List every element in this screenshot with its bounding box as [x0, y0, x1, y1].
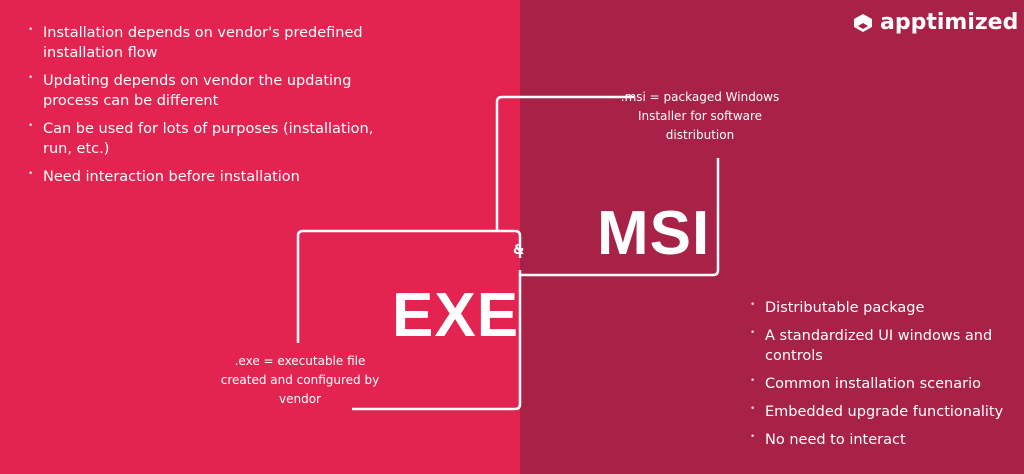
- logo-text: apptimized: [880, 10, 1019, 35]
- msi-caption: .msi = packaged Windows Installer for so…: [620, 90, 780, 142]
- list-item: Can be used for lots of purposes (instal…: [28, 116, 378, 159]
- list-item: Embedded upgrade functionality: [750, 399, 1010, 422]
- exe-box-outline: [296, 229, 522, 411]
- list-item: Distributable package: [750, 295, 1010, 318]
- msi-title: MSI: [597, 199, 711, 268]
- list-item: A standardized UI windows and controls: [750, 323, 1010, 366]
- exe-points: Installation depends on vendor's predefi…: [28, 20, 378, 195]
- exe-title: EXE: [392, 281, 520, 350]
- msi-box-outline: [495, 95, 720, 277]
- list-item: Common installation scenario: [750, 371, 1010, 394]
- list-item: No need to interact: [750, 427, 1010, 450]
- apptimized-logo: apptimized®: [852, 10, 1024, 35]
- list-item: Need interaction before installation: [28, 164, 378, 187]
- list-item: Updating depends on vendor the updating …: [28, 68, 378, 111]
- msi-points: Distributable package A standardized UI …: [750, 295, 1010, 458]
- ampersand: &: [513, 243, 525, 258]
- list-item: Installation depends on vendor's predefi…: [28, 20, 378, 63]
- msi-panel: [520, 0, 1024, 474]
- exe-caption: .exe = executable file created and confi…: [220, 354, 380, 406]
- apptimized-logo-icon: [854, 13, 872, 32]
